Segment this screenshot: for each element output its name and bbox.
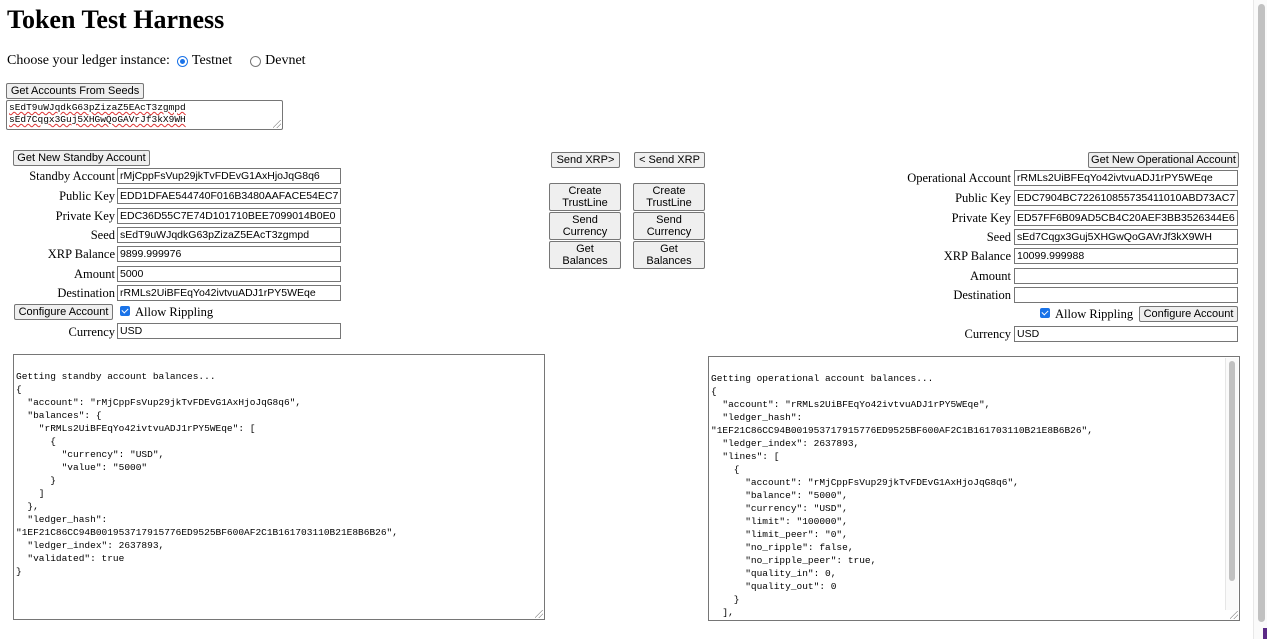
standby-destination-field[interactable]: rRMLs2UiBFEqYo42ivtvuADJ1rPY5WEqe — [117, 285, 341, 301]
operational-allow-rippling-checkbox[interactable] — [1040, 308, 1050, 318]
standby-amount-field[interactable]: 5000 — [117, 266, 341, 282]
send-xrp-to-standby-button[interactable]: < Send XRP — [634, 152, 705, 168]
standby-send-currency-button[interactable]: Send Currency — [549, 212, 621, 240]
operational-public-key-field[interactable]: EDC7904BC722610855735411010ABD73AC7 — [1014, 190, 1238, 206]
operational-results-textarea[interactable]: Getting operational account balances... … — [708, 356, 1240, 621]
devnet-label[interactable]: Devnet — [265, 53, 306, 68]
standby-seed-field[interactable]: sEdT9uWJqdkG63pZizaZ5EAcT3zgmpd — [117, 227, 341, 243]
standby-xrp-balance-label: XRP Balance — [47, 247, 115, 261]
operational-public-key-label: Public Key — [955, 191, 1011, 205]
standby-account-field[interactable]: rMjCppFsVup29jkTvFDEvG1AxHjoJqG8q6 — [117, 168, 341, 184]
operational-account-label: Operational Account — [907, 171, 1011, 185]
operational-destination-label: Destination — [953, 288, 1011, 302]
standby-get-balances-button[interactable]: Get Balances — [549, 241, 621, 269]
operational-allow-rippling-label: Allow Rippling — [1055, 307, 1134, 321]
operational-account-field[interactable]: rRMLs2UiBFEqYo42ivtvuADJ1rPY5WEqe — [1014, 170, 1238, 186]
operational-amount-field[interactable] — [1014, 268, 1238, 284]
standby-create-trustline-button[interactable]: Create TrustLine — [549, 183, 621, 211]
operational-create-trustline-button[interactable]: Create TrustLine — [633, 183, 705, 211]
operational-seed-label: Seed — [986, 230, 1011, 244]
standby-seed-label: Seed — [90, 228, 115, 242]
operational-currency-field[interactable]: USD — [1014, 326, 1238, 342]
operational-amount-label: Amount — [970, 269, 1011, 283]
standby-configure-account-button[interactable]: Configure Account — [14, 304, 113, 320]
operational-get-balances-button[interactable]: Get Balances — [633, 241, 705, 269]
ledger-label: Choose your ledger instance: — [7, 53, 170, 68]
standby-destination-label: Destination — [57, 286, 115, 300]
testnet-radio[interactable] — [176, 55, 188, 67]
operational-configure-account-button[interactable]: Configure Account — [1139, 306, 1238, 322]
devnet-radio[interactable] — [250, 55, 262, 67]
page-scrollbar-thumb[interactable] — [1258, 4, 1265, 622]
standby-amount-label: Amount — [74, 267, 115, 281]
operational-private-key-label: Private Key — [951, 211, 1011, 225]
operational-resize-grip-icon[interactable] — [1230, 611, 1238, 619]
operational-private-key-field[interactable]: ED57FF6B09AD5CB4C20AEF3BB3526344E6 — [1014, 210, 1238, 226]
operational-results-text: Getting operational account balances... … — [711, 373, 1093, 618]
operational-xrp-balance-label: XRP Balance — [943, 249, 1011, 263]
standby-private-key-field[interactable]: EDC36D55C7E74D101710BEE7099014B0E0 — [117, 208, 341, 224]
get-new-standby-account-button[interactable]: Get New Standby Account — [13, 150, 150, 166]
standby-allow-rippling-label: Allow Rippling — [135, 305, 214, 319]
seeds-textarea[interactable]: sEdT9uWJqdkG63pZizaZ5EAcT3zgmpd sEd7Cqgx… — [6, 100, 283, 130]
standby-currency-field[interactable]: USD — [117, 323, 341, 339]
standby-private-key-label: Private Key — [55, 209, 115, 223]
operational-destination-field[interactable] — [1014, 287, 1238, 303]
testnet-label[interactable]: Testnet — [191, 53, 233, 68]
window-edge — [1263, 628, 1267, 639]
seed-line-1: sEdT9uWJqdkG63pZizaZ5EAcT3zgmpd — [9, 102, 186, 113]
results-scrollbar[interactable] — [1225, 358, 1238, 610]
operational-seed-field[interactable]: sEd7Cqgx3Guj5XHGwQoGAVrJf3kX9WH — [1014, 229, 1238, 245]
standby-results-textarea[interactable]: Getting standby account balances... { "a… — [13, 354, 545, 620]
seed-line-2: sEd7Cqgx3Guj5XHGwQoGAVrJf3kX9WH — [9, 114, 186, 125]
operational-xrp-balance-field[interactable]: 10099.999988 — [1014, 248, 1238, 264]
get-new-operational-account-button[interactable]: Get New Operational Account — [1088, 152, 1239, 168]
standby-allow-rippling-checkbox[interactable] — [120, 306, 130, 316]
resize-grip-icon[interactable] — [273, 120, 281, 128]
results-scrollbar-thumb[interactable] — [1229, 361, 1235, 581]
standby-account-label: Standby Account — [29, 169, 115, 183]
standby-currency-label: Currency — [68, 325, 115, 339]
operational-currency-label: Currency — [964, 327, 1011, 341]
get-accounts-from-seeds-button[interactable]: Get Accounts From Seeds — [6, 83, 144, 99]
standby-xrp-balance-field[interactable]: 9899.999976 — [117, 246, 341, 262]
standby-public-key-field[interactable]: EDD1DFAE544740F016B3480AAFACE54EC7 — [117, 188, 341, 204]
ledger-selector: Choose your ledger instance: Testnet Dev… — [7, 52, 306, 70]
standby-public-key-label: Public Key — [59, 189, 115, 203]
page-scrollbar[interactable] — [1253, 0, 1267, 639]
page-title: Token Test Harness — [7, 5, 225, 34]
send-xrp-to-operational-button[interactable]: Send XRP> — [551, 152, 620, 168]
standby-resize-grip-icon[interactable] — [535, 610, 543, 618]
operational-send-currency-button[interactable]: Send Currency — [633, 212, 705, 240]
